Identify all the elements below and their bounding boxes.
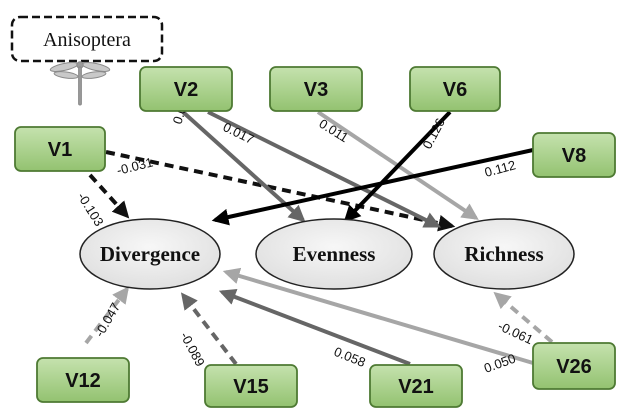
dragonfly-icon [49, 61, 111, 106]
variable-v1-label: V1 [48, 139, 72, 161]
variable-v21: V21 [369, 364, 463, 408]
outcome-divergence-label: Divergence [100, 242, 200, 266]
edge-v1-to-divergence: -0.103 [74, 173, 130, 229]
edge-line [207, 110, 442, 228]
edge-line [181, 110, 306, 223]
variable-v2-label: V2 [174, 79, 198, 101]
outcome-divergence: Divergence [79, 218, 221, 290]
variable-v8-label: V8 [562, 145, 586, 167]
edge-coefficient-label: 0.050 [482, 351, 518, 376]
outcome-evenness: Evenness [255, 218, 413, 290]
edge-coefficient-label: -0.031 [115, 154, 154, 177]
edge-v21-to-divergence: 0.058 [218, 288, 411, 370]
variable-v6: V6 [409, 66, 501, 112]
edge-v12-to-divergence: -0.047 [84, 286, 130, 345]
variable-v1: V1 [14, 126, 106, 172]
outcome-richness: Richness [433, 218, 575, 290]
edge-coefficient-label: -0.061 [496, 318, 536, 347]
edge-coefficient-label: 0.126 [419, 116, 448, 152]
variable-v3-label: V3 [304, 79, 328, 101]
variable-v2: V2 [139, 66, 233, 112]
edge-v15-to-divergence: -0.089 [177, 292, 238, 369]
edge-line [222, 267, 534, 365]
variable-v15-label: V15 [233, 376, 269, 398]
outcome-richness-label: Richness [464, 242, 543, 266]
variable-v21-label: V21 [398, 376, 434, 398]
edge-v26-to-richness: -0.061 [493, 291, 554, 347]
variable-v3: V3 [269, 66, 363, 112]
variable-v8: V8 [532, 132, 616, 178]
variable-v26: V26 [532, 342, 616, 390]
anisoptera-label: Anisoptera [43, 29, 131, 51]
edge-line [218, 288, 411, 366]
edge-coefficient-label: -0.047 [92, 300, 123, 339]
anisoptera-box: Anisoptera [10, 15, 164, 63]
edge-line [84, 286, 130, 345]
variable-v15: V15 [204, 364, 298, 408]
edge-line [343, 110, 452, 223]
variable-v6-label: V6 [443, 79, 467, 101]
variable-v26-label: V26 [556, 356, 592, 378]
edge-coefficient-label: -0.089 [177, 329, 208, 369]
edge-coefficient-label: 0.017 [221, 119, 257, 147]
edge-coefficient-label: -0.103 [74, 190, 106, 229]
anisoptera-box-border [10, 15, 164, 63]
edge-line [211, 148, 534, 226]
edge-v6-to-evenness: 0.126 [343, 110, 452, 223]
variable-v12-label: V12 [65, 370, 101, 392]
outcome-evenness-label: Evenness [293, 242, 376, 266]
variable-v12: V12 [36, 357, 130, 403]
edge-line [493, 291, 554, 344]
edge-line [88, 173, 130, 219]
